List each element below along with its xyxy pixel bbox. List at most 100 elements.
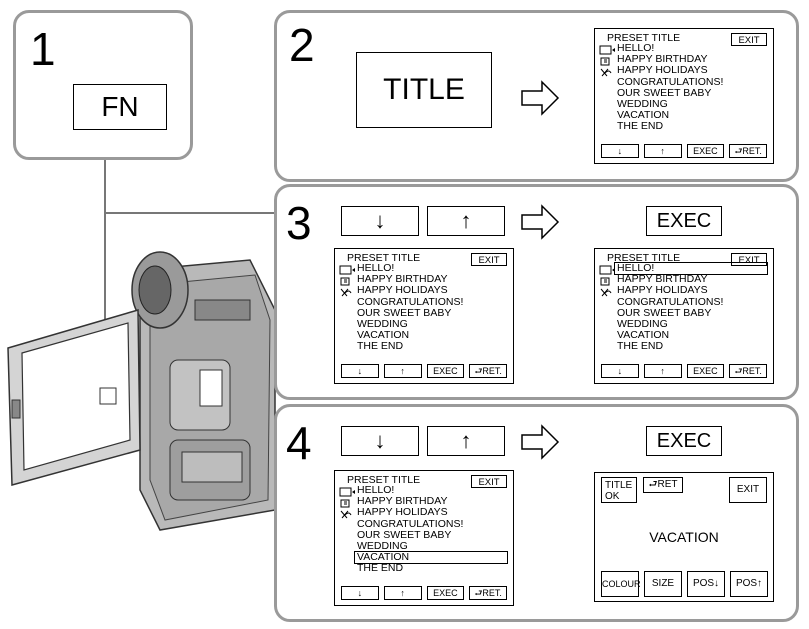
preset-title-item[interactable]: OUR SWEET BABY	[617, 306, 712, 319]
connector-horizontal	[104, 212, 276, 214]
selected-title-text: VACATION	[649, 529, 719, 545]
lcd-button-row: ↓ ↑ EXEC ⮐RET.	[341, 364, 507, 378]
lcd-down-button[interactable]: ↓	[341, 364, 379, 378]
title-button[interactable]: TITLE	[356, 52, 492, 128]
preset-title-item[interactable]: WEDDING	[357, 318, 408, 331]
lcd-ret-button[interactable]: ⮐RET.	[729, 144, 767, 158]
lcd-exec-button[interactable]: EXEC	[426, 364, 465, 378]
exec-button[interactable]: EXEC	[646, 206, 722, 236]
return-icon: ⮐	[734, 366, 743, 376]
preset-title-item[interactable]: HAPPY HOLIDAYS	[357, 284, 448, 297]
step4-number: 4	[286, 417, 312, 469]
pos-up-button[interactable]: POS↑	[730, 571, 768, 597]
return-icon: ⮐	[474, 366, 483, 376]
preset-title-item[interactable]: CONGRATULATIONS!	[617, 75, 724, 88]
up-button[interactable]: ↑	[427, 426, 505, 456]
exec-button[interactable]: EXEC	[646, 426, 722, 456]
preset-title-item[interactable]: VACATION	[617, 329, 670, 342]
preset-title-item[interactable]: OUR SWEET BABY	[617, 86, 712, 99]
preset-title-item[interactable]: THE END	[357, 340, 404, 353]
return-icon: ⮐	[648, 479, 658, 490]
pos-down-button[interactable]: POS↓	[687, 571, 725, 597]
preset-title-item[interactable]: OUR SWEET BABY	[357, 528, 452, 541]
fn-button[interactable]: FN	[73, 84, 167, 130]
connector-vertical	[104, 158, 106, 403]
preset-title-item[interactable]: HAPPY BIRTHDAY	[617, 53, 708, 66]
lcd-header: PRESET TITLE	[347, 474, 421, 486]
ret-button[interactable]: ⮐RET	[643, 477, 683, 493]
lcd-exit-button[interactable]: EXIT	[471, 253, 507, 266]
lcd-header: PRESET TITLE	[607, 252, 681, 264]
preset-title-item[interactable]: OUR SWEET BABY	[357, 306, 452, 319]
lcd-side-icons	[339, 487, 355, 526]
preset-title-item[interactable]: CONGRATULATIONS!	[357, 517, 464, 530]
preset-title-item[interactable]: HAPPY HOLIDAYS	[617, 284, 708, 297]
lcd-down-button[interactable]: ↓	[341, 586, 379, 600]
camcorder-illustration	[7, 251, 276, 531]
lcd-header: PRESET TITLE	[347, 252, 421, 264]
colour-button[interactable]: COLOUR	[601, 571, 641, 597]
preset-title-item[interactable]: THE END	[617, 340, 664, 353]
size-button[interactable]: SIZE	[644, 571, 682, 597]
lcd-exit-button[interactable]: EXIT	[731, 33, 767, 46]
arrow-right-icon	[521, 80, 560, 116]
preset-title-item[interactable]: HAPPY BIRTHDAY	[357, 495, 448, 508]
lcd-exec-button[interactable]: EXEC	[686, 144, 725, 158]
preset-title-item[interactable]: VACATION	[357, 329, 410, 342]
lcd-down-button[interactable]: ↓	[601, 364, 639, 378]
preset-title-item[interactable]: THE END	[617, 120, 664, 133]
lcd-up-button[interactable]: ↑	[643, 364, 682, 378]
lcd-side-icons	[599, 45, 615, 84]
ret-label: RET	[657, 479, 678, 490]
preset-title-item[interactable]: CONGRATULATIONS!	[617, 295, 724, 308]
lcd-up-button[interactable]: ↑	[383, 586, 422, 600]
preset-title-item[interactable]: HELLO!	[617, 42, 655, 54]
preset-title-item[interactable]: WEDDING	[617, 98, 668, 111]
preset-title-item[interactable]: THE END	[357, 562, 404, 575]
preset-title-item[interactable]: HELLO!	[614, 261, 768, 276]
down-button[interactable]: ↓	[341, 426, 419, 456]
lcd-button-row: ↓ ↑ EXEC ⮐RET.	[601, 144, 767, 158]
exit-button[interactable]: EXIT	[729, 477, 767, 503]
lcd-ret-button[interactable]: ⮐RET.	[469, 364, 507, 378]
lcd-button-row: ↓ ↑ EXEC ⮐RET.	[341, 586, 507, 600]
arrow-right-icon	[521, 204, 560, 240]
lcd-header: PRESET TITLE	[607, 32, 681, 44]
step2-number: 2	[289, 19, 315, 71]
lcd-up-button[interactable]: ↑	[643, 144, 682, 158]
lcd-ret-button[interactable]: ⮐RET.	[729, 364, 767, 378]
title-ok-button[interactable]: TITLE OK	[601, 477, 637, 503]
up-button[interactable]: ↑	[427, 206, 505, 236]
preset-title-item[interactable]: HAPPY BIRTHDAY	[617, 273, 708, 286]
preset-title-item[interactable]: HAPPY HOLIDAYS	[617, 64, 708, 77]
lcd-ret-button[interactable]: ⮐RET.	[469, 586, 507, 600]
preset-title-item[interactable]: HELLO!	[357, 262, 395, 274]
preset-title-item[interactable]: HAPPY HOLIDAYS	[357, 506, 448, 519]
preset-title-item[interactable]: HELLO!	[357, 484, 395, 496]
preset-title-item[interactable]: HAPPY BIRTHDAY	[357, 273, 448, 286]
preset-title-item[interactable]: VACATION	[617, 109, 670, 122]
lcd-exec-button[interactable]: EXEC	[686, 364, 725, 378]
arrow-right-icon	[521, 424, 560, 460]
final-lcd-screen: TITLE OK ⮐RET EXIT VACATION COLOUR SIZE …	[594, 472, 774, 602]
preset-title-item[interactable]: VACATION	[354, 551, 508, 565]
lcd-button-row: ↓ ↑ EXEC ⮐RET.	[601, 364, 767, 378]
ret-label: RET.	[742, 366, 762, 376]
ret-label: RET.	[482, 588, 502, 598]
lcd-down-button[interactable]: ↓	[601, 144, 639, 158]
lcd-up-button[interactable]: ↑	[383, 364, 422, 378]
preset-title-item[interactable]: WEDDING	[357, 540, 408, 553]
lcd-exit-button[interactable]: EXIT	[731, 253, 767, 266]
lcd-exit-button[interactable]: EXIT	[471, 475, 507, 488]
down-button[interactable]: ↓	[341, 206, 419, 236]
preset-title-item[interactable]: WEDDING	[617, 318, 668, 331]
ret-label: RET.	[482, 366, 502, 376]
lcd-exec-button[interactable]: EXEC	[426, 586, 465, 600]
title-ok-label: TITLE OK	[605, 480, 633, 502]
preset-title-item[interactable]: CONGRATULATIONS!	[357, 295, 464, 308]
lcd-side-icons	[599, 265, 615, 304]
